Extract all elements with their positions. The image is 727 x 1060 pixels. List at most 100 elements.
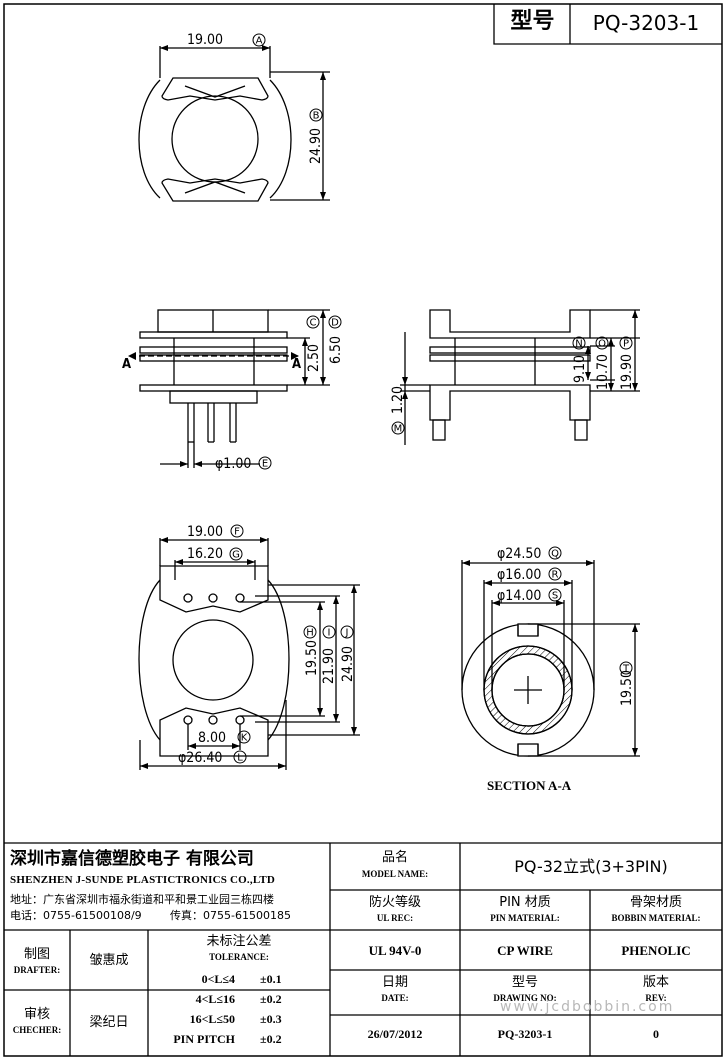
drawing-no-cn: 型号 xyxy=(511,975,538,990)
bobbin-material-value: PHENOLIC xyxy=(621,943,691,958)
pin-material-cn: PIN 材质 xyxy=(499,895,551,910)
ul-en: UL REC: xyxy=(376,913,414,923)
dim-marker-l: L xyxy=(237,753,243,764)
dim-marker-k: K xyxy=(241,733,248,744)
dim-marker-e: E xyxy=(262,459,268,470)
dim-marker-l-circle xyxy=(233,750,247,764)
tolerance-row: 4<L≤16±0.2 xyxy=(148,992,330,1010)
dim-marker-q: Q xyxy=(551,549,559,560)
model-name-cn: 品名 xyxy=(381,850,408,865)
dim-f: 19.00 xyxy=(187,524,223,540)
dim-marker-a-circle xyxy=(252,33,266,47)
pin-material-en: PIN MATERIAL: xyxy=(490,913,560,923)
dim-q: φ24.50 xyxy=(497,546,541,562)
title-block-lines xyxy=(4,842,722,1056)
ul-value: UL 94V-0 xyxy=(368,943,422,958)
dim-r: φ16.00 xyxy=(497,567,541,583)
checker-en: CHECHER: xyxy=(12,1025,62,1035)
tolerance-value: ±0.2 xyxy=(260,1032,282,1046)
bobbin-material-en: BOBBIN MATERIAL: xyxy=(611,913,701,923)
dim-h: 19.50 xyxy=(304,640,320,676)
dim-marker-m-circle xyxy=(391,421,405,435)
dim-marker-p-circle xyxy=(619,336,633,350)
dim-marker-r: R xyxy=(552,570,559,581)
tolerance-cn: 未标注公差 xyxy=(206,934,272,949)
dim-marker-f: F xyxy=(234,527,240,538)
drawing-no-value: PQ-3203-1 xyxy=(497,1027,553,1041)
model-name-en: MODEL NAME: xyxy=(361,869,429,879)
tolerance-row: PIN PITCH ±0.2 xyxy=(148,1032,330,1050)
dim-marker-o: O xyxy=(598,339,606,350)
tolerance-range: 0<L≤4 xyxy=(201,972,235,986)
drafter-en: DRAFTER: xyxy=(13,965,61,975)
pin-material-value: CP WIRE xyxy=(497,943,553,958)
rev-en: REV: xyxy=(645,993,667,1003)
dim-marker-r-circle xyxy=(548,567,562,581)
dim-n: 9.10 xyxy=(572,355,588,383)
dim-marker-g: G xyxy=(232,550,240,561)
section-label: SECTION A-A xyxy=(487,778,572,793)
checker-value: 梁纪日 xyxy=(89,1015,129,1030)
dim-p: 19.90 xyxy=(619,354,635,390)
tolerance-value: ±0.2 xyxy=(260,992,282,1006)
dim-marker-t-circle xyxy=(619,661,633,675)
side-view xyxy=(400,309,640,445)
rev-cn: 版本 xyxy=(642,975,669,990)
company-name-en: SHENZHEN J-SUNDE PLASTICTRONICS CO.,LTD xyxy=(10,874,276,886)
tolerance-row: 0<L≤4 ±0.1 xyxy=(148,972,330,990)
dim-marker-b-circle xyxy=(309,108,323,122)
rev-value: 0 xyxy=(653,1027,659,1041)
header-model-value: PQ-3203-1 xyxy=(592,11,700,35)
top-view xyxy=(138,46,330,202)
tolerance-range: PIN PITCH xyxy=(173,1032,235,1046)
company-tel: 电话：0755-61500108/9 xyxy=(10,909,142,922)
tolerance-row: 16<L≤50 ±0.3 xyxy=(148,1012,330,1030)
dim-marker-p: P xyxy=(623,339,629,350)
dim-g: 16.20 xyxy=(187,546,223,562)
dim-a: 19.00 xyxy=(187,32,223,48)
dim-marker-d: D xyxy=(331,318,339,329)
front-view xyxy=(130,309,330,468)
dim-j: 24.90 xyxy=(340,646,356,682)
drafter-value: 皱惠成 xyxy=(89,953,129,968)
dim-marker-j-circle xyxy=(340,625,354,639)
dim-marker-m: M xyxy=(394,424,403,435)
model-name-value: PQ-32立式(3+3PIN) xyxy=(514,857,668,876)
dim-marker-n: N xyxy=(575,339,582,350)
dim-marker-i-circle xyxy=(322,625,336,639)
date-cn: 日期 xyxy=(381,975,408,990)
tolerance-value: ±0.3 xyxy=(260,1012,282,1026)
dim-o: 10.70 xyxy=(595,354,611,390)
dim-k: 8.00 xyxy=(198,730,226,746)
dim-c: 2.50 xyxy=(306,344,322,372)
dim-marker-s-circle xyxy=(548,588,562,602)
dim-marker-t: T xyxy=(622,664,630,675)
checker-cn: 审核 xyxy=(23,1007,50,1022)
dim-b: 24.90 xyxy=(308,128,324,164)
tolerance-range: 16<L≤50 xyxy=(189,1012,235,1026)
dim-marker-c: C xyxy=(310,318,317,329)
section-view xyxy=(461,560,640,757)
section-marker-left: A xyxy=(122,357,131,372)
dim-e: φ1.00 xyxy=(215,456,251,472)
date-en: DATE: xyxy=(381,993,409,1003)
dim-marker-k-circle xyxy=(237,730,251,744)
dim-marker-q-circle xyxy=(548,546,562,560)
dim-marker-n-circle xyxy=(572,336,586,350)
dim-marker-b: B xyxy=(313,111,320,122)
dim-marker-i: I xyxy=(328,628,331,639)
ul-cn: 防火等级 xyxy=(368,895,421,910)
tolerance-en: TOLERANCE: xyxy=(209,952,269,962)
dim-i: 21.90 xyxy=(321,648,337,684)
dim-m: 1.20 xyxy=(390,386,406,414)
dim-marker-j: J xyxy=(345,628,349,639)
company-name-cn: 深圳市嘉信德塑胶电子 有限公司 xyxy=(10,849,254,869)
date-value: 26/07/2012 xyxy=(367,1027,423,1041)
dim-marker-a: A xyxy=(256,36,263,47)
header-model-label: 型号 xyxy=(510,9,555,34)
dim-t: 19.50 xyxy=(619,670,635,706)
dim-d: 6.50 xyxy=(328,336,344,364)
tolerance-value: ±0.1 xyxy=(260,972,282,986)
dim-marker-g-circle xyxy=(229,547,243,561)
